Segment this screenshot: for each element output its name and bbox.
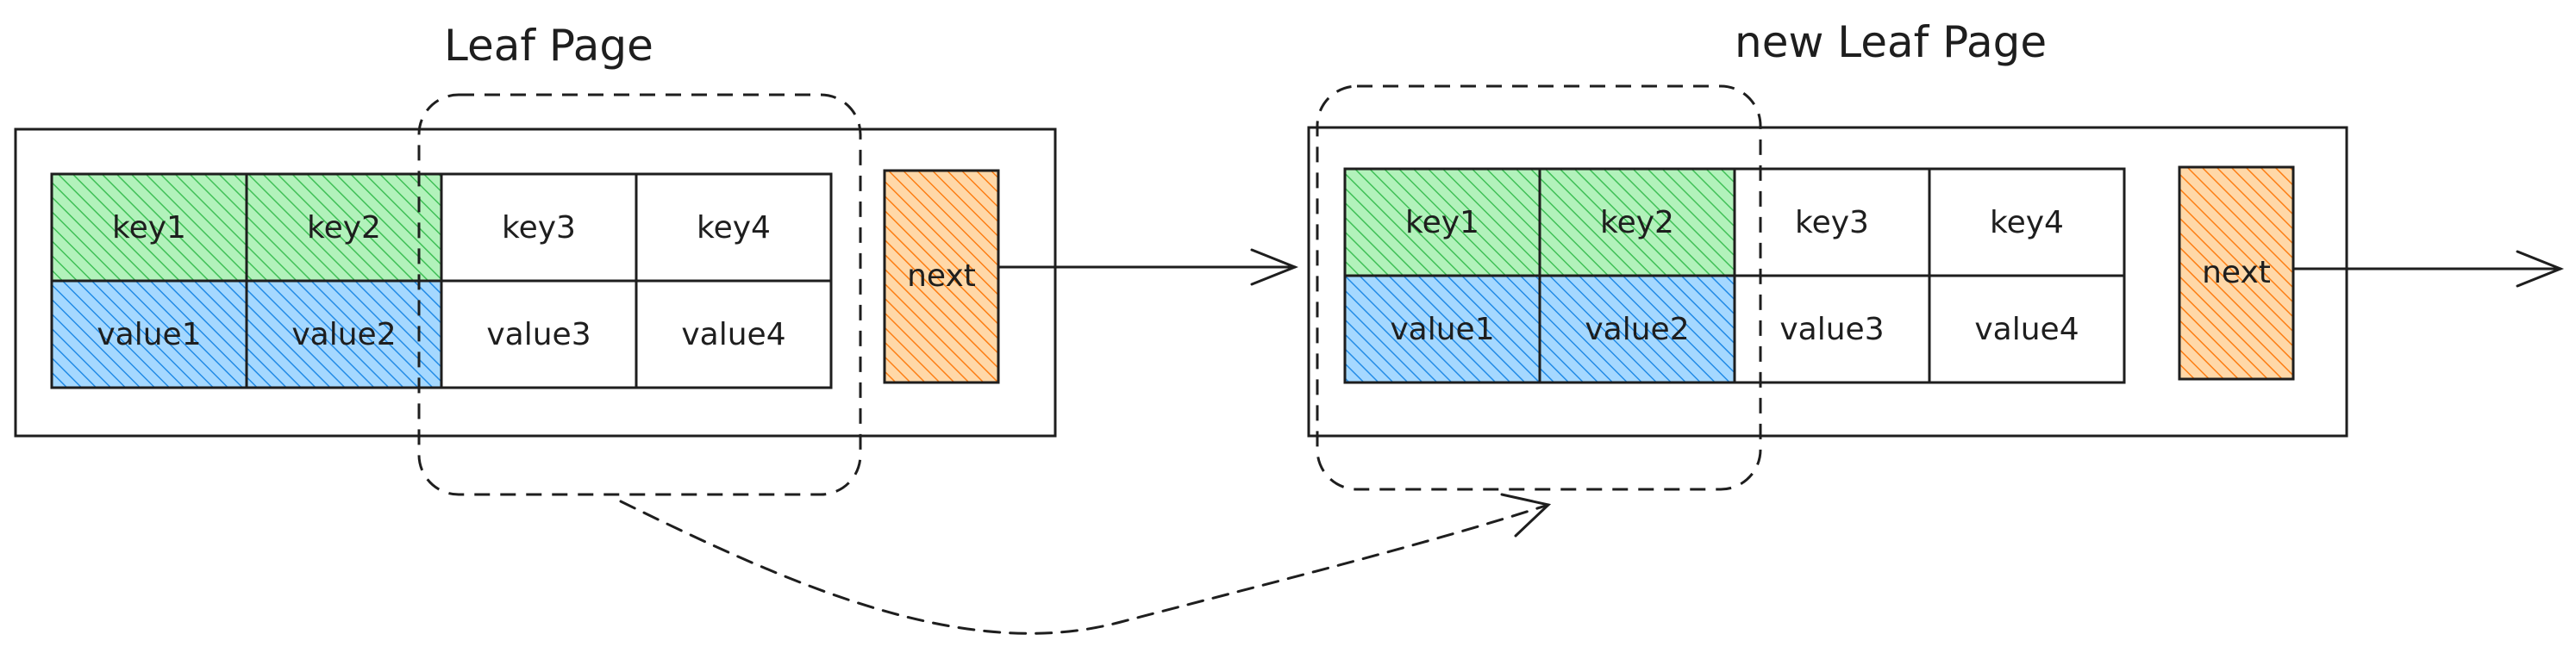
right-page-outer-box: [1307, 126, 2348, 438]
left-value4-label: value4: [681, 317, 785, 352]
left-value3-label: value3: [486, 317, 591, 352]
right-value2-cell: [1538, 274, 1736, 384]
right-next-arrow: [2292, 250, 2565, 288]
left-key2-label: key2: [307, 210, 381, 246]
right-key1-label: key1: [1405, 205, 1479, 240]
right-value1-label: value1: [1390, 312, 1494, 347]
left-value2-cell: [245, 279, 443, 389]
right-page-title: new Leaf Page: [1735, 17, 2047, 67]
right-received-entries-selection: [1316, 84, 1762, 491]
left-key3-label: key3: [502, 210, 576, 246]
right-value3-cell: [1733, 274, 1931, 384]
left-next-pointer: [883, 169, 1000, 384]
right-next-label: next: [2202, 255, 2271, 290]
right-key2-cell: [1538, 167, 1736, 277]
left-key1-label: key1: [112, 210, 186, 246]
left-next-arrow: [997, 248, 1299, 286]
left-key4-cell: [635, 172, 833, 283]
right-key4-label: key4: [1990, 205, 2064, 240]
left-key4-label: key4: [697, 210, 771, 246]
left-value3-cell: [440, 279, 638, 389]
left-moved-entries-selection: [417, 93, 862, 496]
left-value2-label: value2: [291, 317, 396, 352]
right-next-pointer: [2178, 165, 2295, 381]
right-key2-label: key2: [1600, 205, 1674, 240]
left-value1-label: value1: [97, 317, 201, 352]
right-value3-label: value3: [1779, 312, 1884, 347]
right-value4-cell: [1928, 274, 2126, 384]
right-key3-label: key3: [1795, 205, 1869, 240]
left-value1-cell: [50, 279, 248, 389]
left-key2-cell: [245, 172, 443, 283]
left-page-outer-box: [14, 127, 1057, 438]
right-key4-cell: [1928, 167, 2126, 277]
left-next-label: next: [907, 258, 976, 294]
move-entries-arrow: [619, 493, 1552, 635]
left-value4-cell: [635, 279, 833, 389]
right-value2-label: value2: [1585, 312, 1689, 347]
right-value4-label: value4: [1974, 312, 2079, 347]
left-page-title: Leaf Page: [444, 21, 653, 71]
